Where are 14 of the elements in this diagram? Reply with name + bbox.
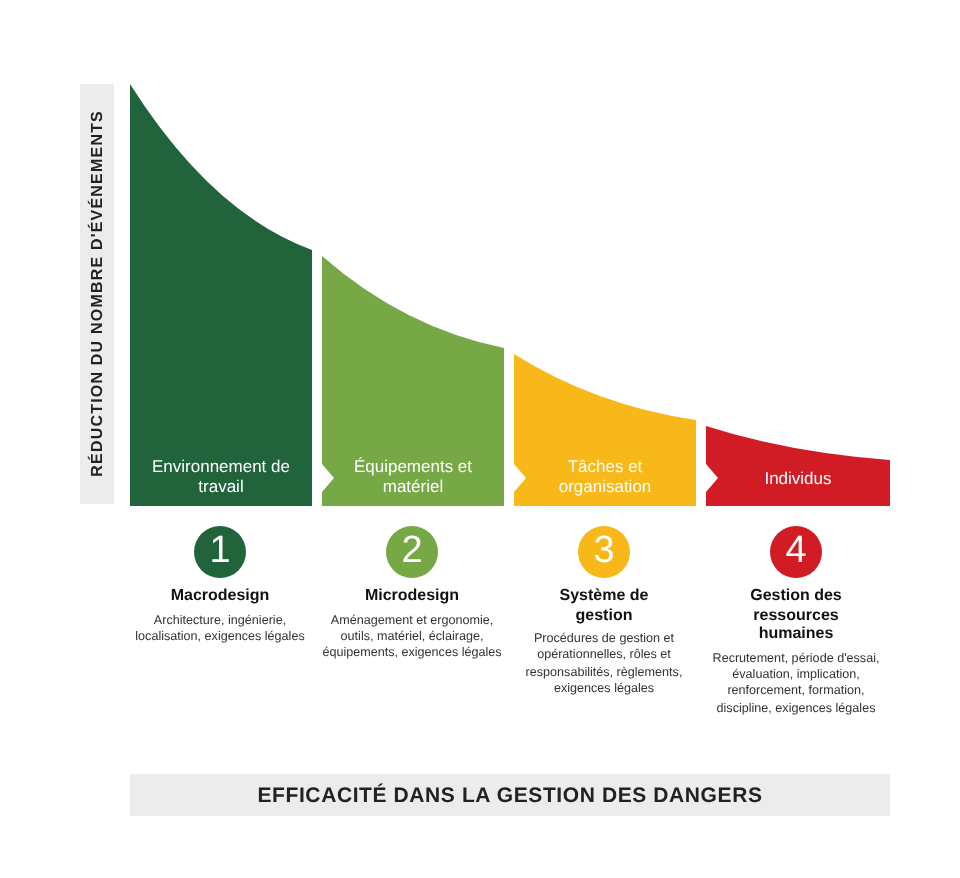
column-heading: Gestion des ressources humaines [748, 586, 844, 643]
axis-label: EFFICACITÉ DANS LA GESTION DES DANGERS [257, 783, 763, 807]
axis-label: RÉDUCTION DU NOMBRE D'ÉVÉNEMENTS [88, 110, 106, 478]
column-heading: Macrodesign [168, 586, 272, 605]
segment-label: Individus [762, 468, 834, 488]
number-badge: 1 [194, 526, 246, 578]
number-badge: 4 [770, 526, 822, 578]
segment-label: Environnement de travail [150, 456, 292, 496]
segment-label: Tâches et organisation [556, 456, 654, 496]
segment-label: Équipements et matériel [351, 456, 475, 496]
number-badge: 2 [386, 526, 438, 578]
column-heading: Système de gestion [557, 586, 651, 624]
column-heading: Microdesign [362, 586, 462, 605]
number-badge: 3 [578, 526, 630, 578]
